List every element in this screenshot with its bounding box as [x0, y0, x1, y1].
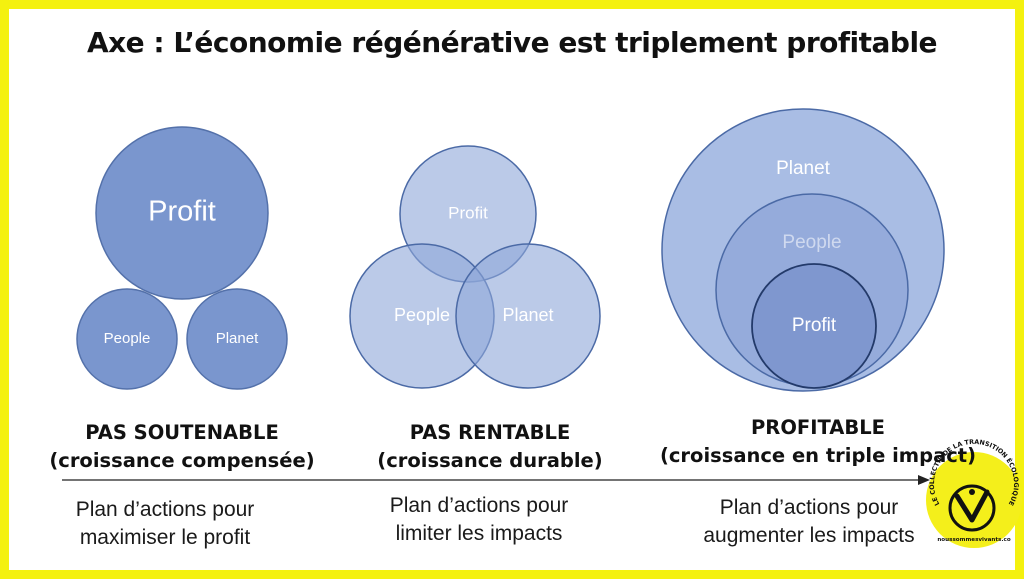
- column-profitable: PROFITABLE (croissance en triple impact): [653, 414, 983, 470]
- circle-label-planet: Planet: [502, 305, 553, 325]
- action-plan-maximiser: Plan d’actions pour maximiser le profit: [0, 496, 330, 552]
- column-subheading: (croissance en triple impact): [659, 444, 977, 467]
- column-heading: PAS RENTABLE: [409, 421, 571, 444]
- circle-people: [76, 288, 178, 390]
- circle-profit: [751, 263, 877, 389]
- circle-label-profit: Profit: [448, 203, 488, 222]
- action-line: augmenter les impacts: [703, 524, 915, 547]
- circle-label-people: People: [394, 305, 450, 325]
- circle-label-planet: Planet: [216, 330, 259, 347]
- column-pas-rentable: PAS RENTABLE (croissance durable): [325, 419, 655, 475]
- logo-head-icon: [969, 489, 975, 495]
- circle-planet: [455, 243, 601, 389]
- action-line: Plan d’actions pour: [719, 496, 899, 519]
- progress-arrow: [62, 475, 930, 485]
- circle-label-people: People: [104, 330, 151, 347]
- logo-url: noussommesvivants.co: [937, 537, 1011, 543]
- circle-label-people: People: [782, 232, 841, 253]
- action-plan-augmenter: Plan d’actions pour augmenter les impact…: [644, 494, 974, 550]
- circle-planet: [186, 288, 288, 390]
- action-line: maximiser le profit: [79, 526, 251, 549]
- column-pas-soutenable: PAS SOUTENABLE (croissance compensée): [17, 419, 347, 475]
- column-subheading: (croissance compensée): [49, 449, 315, 472]
- action-plan-limiter: Plan d’actions pour limiter les impacts: [314, 492, 644, 548]
- action-line: limiter les impacts: [395, 522, 563, 545]
- column-heading: PAS SOUTENABLE: [85, 421, 279, 444]
- diagram-pas-soutenable: Profit People Planet: [76, 126, 288, 390]
- action-line: Plan d’actions pour: [75, 498, 255, 521]
- column-subheading: (croissance durable): [377, 449, 603, 472]
- collective-logo: LE COLLECTIF DE LA TRANSITION ÉCOLOGIQUE…: [926, 438, 1022, 548]
- column-heading: PROFITABLE: [751, 416, 885, 439]
- circle-label-planet: Planet: [776, 158, 831, 179]
- diagram-pas-rentable: Profit People Planet: [349, 145, 601, 389]
- logo-ring-icon: [948, 484, 996, 532]
- circle-label-profit: Profit: [148, 196, 216, 228]
- logo-v-icon: [954, 489, 990, 523]
- circle-label-profit: Profit: [792, 315, 837, 336]
- circle-profit: [95, 126, 269, 300]
- action-line: Plan d’actions pour: [389, 494, 569, 517]
- diagram-profitable: Planet People Profit: [661, 108, 945, 392]
- slide-title: Axe : L’économie régénérative est triple…: [86, 26, 938, 59]
